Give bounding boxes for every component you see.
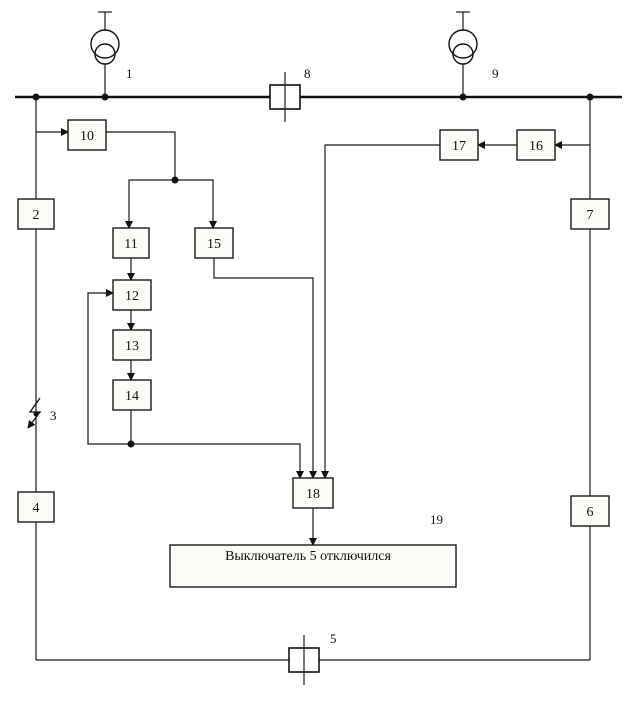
block-2-label: 2 xyxy=(33,208,40,223)
breaker-8-icon xyxy=(269,72,301,122)
block-12-label: 12 xyxy=(125,289,139,304)
block-12 xyxy=(112,279,152,311)
block-4 xyxy=(17,491,55,523)
block-11-label: 11 xyxy=(124,237,137,252)
block-16-label: 16 xyxy=(529,139,543,154)
label-9: 9 xyxy=(492,66,499,81)
block-15 xyxy=(194,227,234,259)
block-10 xyxy=(67,119,107,151)
message-text: Выключатель 5 отключился xyxy=(225,549,391,564)
block-17 xyxy=(439,129,479,161)
block-10-label: 10 xyxy=(80,129,94,144)
block-7-label: 7 xyxy=(587,208,594,223)
label-3: 3 xyxy=(50,408,57,423)
transformer-9-icon xyxy=(448,11,478,97)
transformer-1-icon xyxy=(90,11,120,97)
block-13 xyxy=(112,329,152,361)
breaker-5-icon xyxy=(288,635,320,685)
block-14 xyxy=(112,379,152,411)
label-19: 19 xyxy=(430,512,443,527)
block-18-label: 18 xyxy=(306,487,320,502)
fault-lightning-icon xyxy=(27,397,42,429)
bus-node-1 xyxy=(101,93,109,101)
block-11 xyxy=(112,227,150,259)
block-18 xyxy=(292,477,334,509)
label-1: 1 xyxy=(126,66,133,81)
label-5: 5 xyxy=(330,631,337,646)
message-box xyxy=(169,544,457,588)
block-13-label: 13 xyxy=(125,339,139,354)
block-17-label: 17 xyxy=(452,139,466,154)
label-8: 8 xyxy=(304,66,311,81)
block-15-label: 15 xyxy=(207,237,221,252)
block-6 xyxy=(570,495,610,527)
block-6-label: 6 xyxy=(587,505,594,520)
block-14-label: 14 xyxy=(125,389,139,404)
bus-node-9 xyxy=(459,93,467,101)
block-4-label: 4 xyxy=(33,501,40,516)
block-7 xyxy=(570,198,610,230)
block-2 xyxy=(17,198,55,230)
